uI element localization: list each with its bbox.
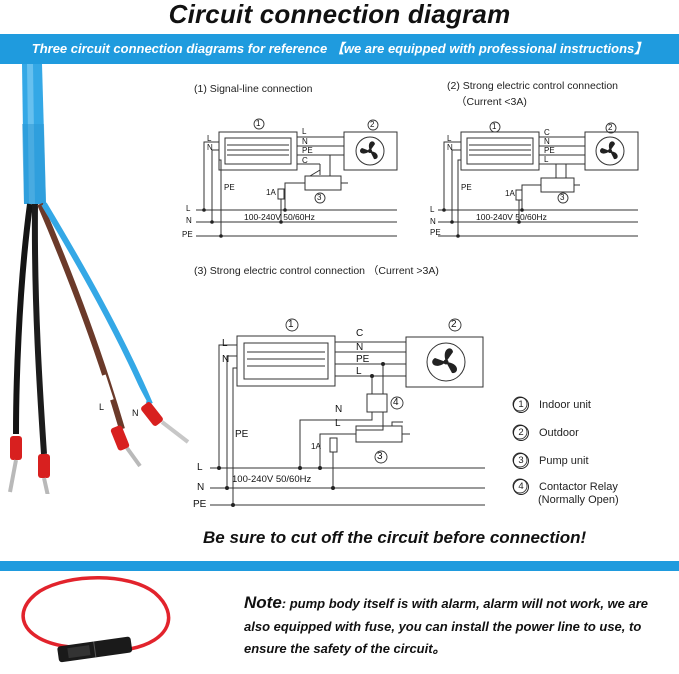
d2-wire-n: N xyxy=(544,137,550,146)
legend-num: 4 xyxy=(513,479,529,495)
d2-left-l: L xyxy=(447,134,452,143)
d1-bus-l: L xyxy=(186,204,191,213)
legend-label: Outdoor xyxy=(539,426,579,439)
terminal-1 xyxy=(8,436,22,493)
d3-marker-1: 1 xyxy=(288,319,294,330)
d1-marker-2: 2 xyxy=(370,120,375,129)
d3-left-n: N xyxy=(222,354,230,365)
d1-wire-pe: PE xyxy=(302,146,313,155)
d2-bus-pe: PE xyxy=(430,228,441,237)
d3-fuse: 1A xyxy=(311,442,321,451)
d1-marker-3: 3 xyxy=(317,193,322,202)
legend-relay-sub: (Normally Open) xyxy=(538,494,619,506)
legend-label: Indoor unit xyxy=(539,398,591,411)
legend-item-pump: 3 Pump unit xyxy=(513,453,589,469)
d2-marker-1: 1 xyxy=(492,122,497,131)
d1-voltage: 100-240V 50/60Hz xyxy=(244,212,315,222)
d1-marker-1: 1 xyxy=(256,119,261,128)
cable-illustration xyxy=(8,64,190,494)
tag-n xyxy=(123,380,147,408)
safety-warning: Be sure to cut off the circuit before co… xyxy=(203,528,587,547)
d3-bus-pe: PE xyxy=(193,499,207,510)
d1-wire-c: C xyxy=(302,156,308,165)
d3-voltage: 100-240V 50/60Hz xyxy=(232,474,312,485)
legend-item-relay: 4 Contactor Relay xyxy=(513,479,618,495)
diagram-2-subcaption: （Current <3A) xyxy=(456,96,527,108)
note-heading: Note xyxy=(244,593,282,612)
d3-bus-n: N xyxy=(197,482,205,493)
legend-num: 2 xyxy=(513,425,529,441)
d2-fuse: 1A xyxy=(505,189,515,198)
terminal-2 xyxy=(38,454,50,494)
d2-voltage: 100-240V 50/60Hz xyxy=(476,212,547,222)
d3-marker-2: 2 xyxy=(451,319,457,330)
d1-wire-l: L xyxy=(302,127,307,136)
d1-left-l: L xyxy=(207,134,212,143)
d1-fuse: 1A xyxy=(266,188,276,197)
d3-marker-4: 4 xyxy=(393,397,399,408)
d3-wire-pe: PE xyxy=(356,354,370,365)
d2-marker-3: 3 xyxy=(560,193,565,202)
diagram-3-caption: (3) Strong electric control connection （… xyxy=(194,265,439,277)
d2-wire-c: C xyxy=(544,128,550,137)
legend-label: Contactor Relay xyxy=(539,480,618,493)
d2-bus-n: N xyxy=(430,217,436,226)
black-wire-2 xyxy=(31,203,47,455)
d3-relay-n: N xyxy=(335,404,343,415)
d2-wire-l: L xyxy=(544,155,549,164)
reference-banner: Three circuit connection diagrams for re… xyxy=(0,34,679,64)
d1-left-n: N xyxy=(207,143,213,152)
terminal-4 xyxy=(141,402,190,444)
d2-left-pe: PE xyxy=(461,183,472,192)
legend-item-outdoor: 2 Outdoor xyxy=(513,425,579,441)
tag-l xyxy=(92,374,114,404)
d1-wire-n: N xyxy=(302,137,308,146)
d1-left-pe: PE xyxy=(224,183,235,192)
d3-wire-l: L xyxy=(356,366,362,377)
d3-left-l: L xyxy=(222,338,228,349)
black-wire-1 xyxy=(13,203,33,435)
brown-wire xyxy=(37,202,125,430)
legend-num: 3 xyxy=(513,453,529,469)
d1-bus-pe: PE xyxy=(182,230,193,239)
diagram-1-caption: (1) Signal-line connection xyxy=(194,83,313,95)
fuse-holder-illustration xyxy=(21,576,171,663)
legend-label: Pump unit xyxy=(539,454,589,467)
fan-1 xyxy=(359,141,378,160)
d2-marker-2: 2 xyxy=(608,123,613,132)
fuse-body xyxy=(57,636,133,663)
page-title: Circuit connection diagram xyxy=(168,0,511,29)
legend-item-indoor: 1 Indoor unit xyxy=(513,397,591,413)
cable-tag-n: N xyxy=(132,408,139,418)
d2-left-n: N xyxy=(447,143,453,152)
diagram-2-caption: (2) Strong electric control connection xyxy=(447,80,618,92)
d3-left-pe: PE xyxy=(235,429,249,440)
d1-bus-n: N xyxy=(186,216,192,225)
fan-2 xyxy=(599,141,618,160)
legend-num: 1 xyxy=(513,397,529,413)
d2-wire-pe: PE xyxy=(544,146,555,155)
note-body: : pump body itself is with alarm, alarm … xyxy=(244,596,649,656)
blue-wire xyxy=(41,202,153,406)
terminal-3 xyxy=(110,425,142,468)
d3-bus-l: L xyxy=(197,462,203,473)
bottom-band xyxy=(0,561,679,571)
d3-wire-n: N xyxy=(356,342,364,353)
d2-bus-l: L xyxy=(430,205,435,214)
d3-wire-c: C xyxy=(356,328,364,339)
fan-3 xyxy=(432,348,457,374)
cable-tag-l: L xyxy=(99,402,105,412)
d3-marker-3: 3 xyxy=(377,451,383,462)
d3-relay-l: L xyxy=(335,418,341,429)
note-text: Note: pump body itself is with alarm, al… xyxy=(244,592,674,661)
